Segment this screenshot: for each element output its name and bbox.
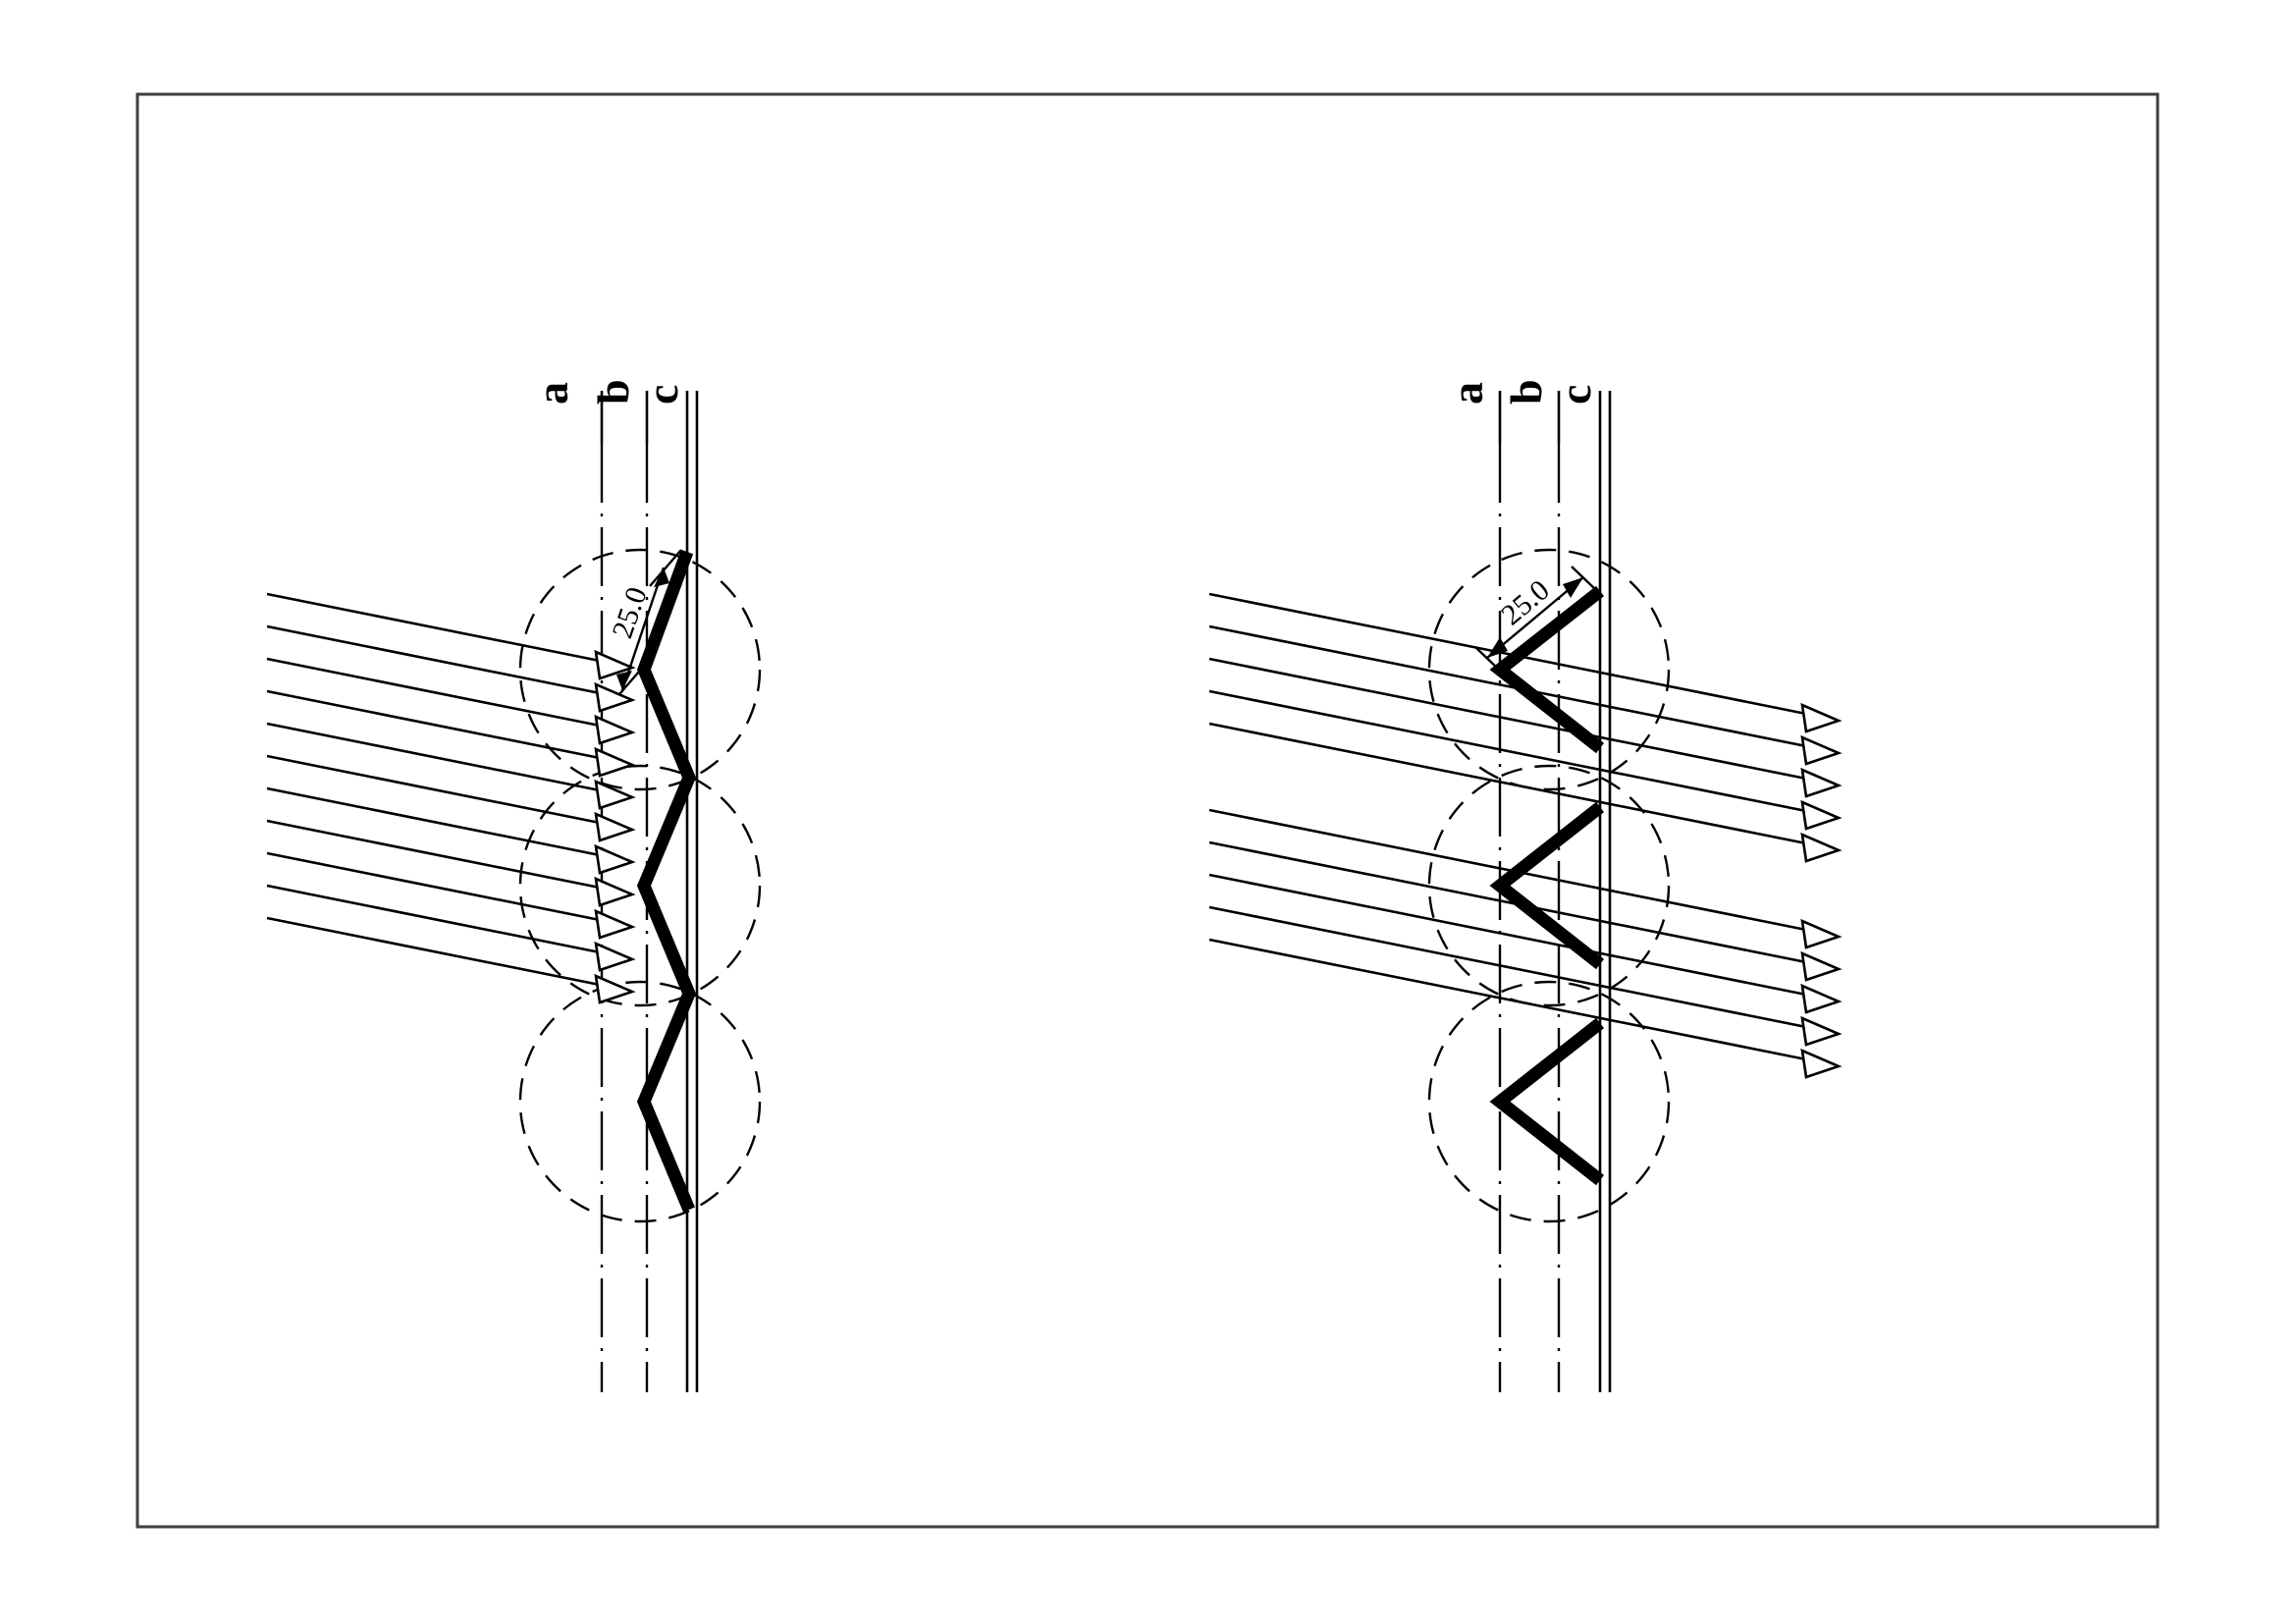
ray — [1208, 722, 1842, 863]
prism-profile — [636, 549, 697, 1213]
incident-ray-bundle — [266, 592, 636, 1004]
ray — [1208, 657, 1842, 798]
ray — [266, 722, 636, 810]
construction-circle — [1427, 980, 1671, 1223]
ray — [1208, 592, 1842, 733]
ray — [266, 819, 636, 907]
construction-circle — [518, 764, 762, 1007]
construction-circle — [518, 980, 762, 1223]
dimension-value: 25.0 — [1495, 573, 1555, 631]
sheet-border — [135, 92, 2160, 1529]
label-b: b — [588, 379, 638, 405]
upper-ray-bundle — [1208, 592, 1842, 863]
ray — [1208, 624, 1842, 766]
ray — [1208, 873, 1842, 1014]
ray — [266, 657, 636, 745]
ray — [266, 592, 636, 680]
prism-tooth — [1489, 801, 1605, 970]
dimension-25-right: 25.0 — [1474, 566, 1596, 671]
right-diagram: 25.0 — [1208, 379, 1842, 1392]
witness-line-lower — [1474, 646, 1500, 671]
label-a: a — [1442, 382, 1492, 405]
label-c: c — [637, 385, 687, 405]
witness-line-upper — [649, 549, 682, 587]
ray — [266, 786, 636, 875]
prism-tooth — [1489, 585, 1605, 754]
dimension-arrow-top — [1563, 577, 1583, 598]
dimension-arrow-bottom — [616, 671, 632, 690]
ray — [266, 624, 636, 713]
ray — [1208, 689, 1842, 831]
ray — [266, 916, 636, 1004]
ray — [266, 884, 636, 972]
ray — [1208, 808, 1842, 949]
construction-circle — [1427, 548, 1671, 791]
ray — [266, 689, 636, 778]
label-b: b — [1501, 379, 1551, 405]
ray — [266, 754, 636, 842]
dimension-arrow-bottom — [1487, 637, 1508, 658]
label-c: c — [1550, 385, 1600, 405]
prism-profile-group — [1489, 585, 1605, 1186]
dimension-arrow-top — [654, 568, 669, 587]
prism-tooth — [1489, 1017, 1605, 1186]
construction-circle — [518, 548, 762, 791]
left-diagram: 25.0 — [266, 379, 762, 1392]
construction-circle — [1427, 764, 1671, 1007]
lower-ray-bundle — [1208, 808, 1842, 1079]
ray — [1208, 938, 1842, 1079]
ray — [1208, 905, 1842, 1047]
ray — [266, 851, 636, 940]
ray — [1208, 840, 1842, 982]
label-a: a — [527, 382, 577, 405]
